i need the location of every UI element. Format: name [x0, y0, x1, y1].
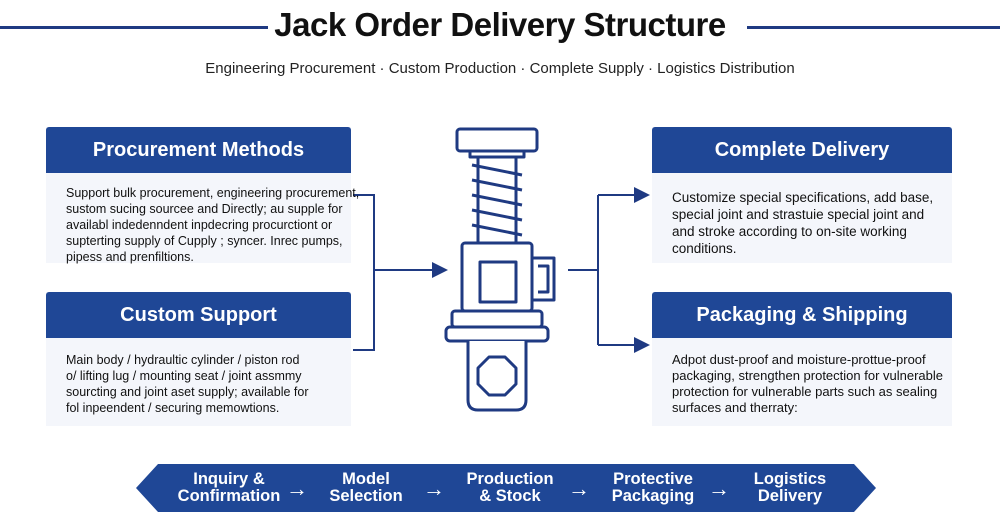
card-line: special joint and strastuie special join…	[672, 207, 925, 222]
flow-step-inquiry: Inquiry & Confirmation	[164, 464, 294, 512]
card-line: supterting supply of Cupply ; syncer. In…	[66, 234, 343, 248]
title-rule-left	[0, 26, 268, 29]
arrow-right-icon: →	[286, 476, 308, 501]
flow-step-line: Packaging	[611, 487, 695, 505]
card-title: Custom Support	[46, 292, 351, 338]
arrow-right-icon: →	[708, 476, 730, 501]
left-connector	[353, 194, 448, 351]
right-connector	[568, 187, 650, 353]
flow-step-logistics: Logistics Delivery	[738, 464, 842, 512]
flow-step-line: Model	[342, 470, 390, 488]
title-rule-right	[747, 26, 1000, 29]
card-line: fol inpeendent / securing memowtions.	[66, 401, 280, 415]
card-body: Customize special specifications, add ba…	[652, 173, 952, 257]
card-custom-support: Custom Support Main body / hydraultic cy…	[46, 292, 351, 426]
card-line: sourcting and joint aset supply; availab…	[66, 385, 309, 399]
card-line: packaging, strengthen protection for vul…	[672, 368, 944, 383]
flow-step-line: Logistics	[753, 470, 827, 488]
page-title: Jack Order Delivery Structure	[274, 6, 726, 43]
card-procurement-methods: Procurement Methods Support bulk procure…	[46, 127, 360, 265]
flow-step-line: Delivery	[757, 487, 823, 505]
flow-step-line: Inquiry &	[193, 470, 265, 488]
page-subtitle: Engineering Procurement · Custom Product…	[205, 60, 795, 77]
flow-step-line: Selection	[329, 487, 403, 505]
arrow-right-icon: →	[568, 476, 590, 501]
flow-step-production: Production & Stock	[454, 464, 566, 512]
flow-step-line: & Stock	[479, 487, 541, 505]
card-line: sustom sucing sourcee and Directly; au s…	[66, 202, 343, 216]
card-line: Support bulk procurement, engineering pr…	[66, 186, 360, 200]
flow-step-model: Model Selection	[316, 464, 416, 512]
card-title: Procurement Methods	[46, 127, 351, 173]
card-packaging-shipping: Packaging & Shipping Adpot dust-proof an…	[652, 292, 952, 426]
flow-step-line: Production	[466, 470, 554, 488]
flow-step-line: Protective	[613, 470, 693, 488]
card-line: pipess and prenfiltions.	[66, 250, 194, 264]
process-flow-banner: Inquiry & Confirmation → Model Selection…	[136, 464, 876, 512]
card-line: Adpot dust-proof and moisture-prottue-pr…	[672, 352, 926, 367]
card-title: Packaging & Shipping	[652, 292, 952, 338]
flow-step-packaging: Protective Packaging	[598, 464, 708, 512]
flow-step-line: Confirmation	[177, 487, 281, 505]
connector-diagram	[353, 127, 650, 412]
hydraulic-jack-icon	[444, 127, 556, 412]
card-line: and stroke according to on-site working	[672, 224, 907, 239]
card-complete-delivery: Complete Delivery Customize special spec…	[652, 127, 952, 263]
card-title: Complete Delivery	[652, 127, 952, 173]
card-line: surfaces and therraty:	[672, 400, 798, 415]
card-line: availabl indedenndent inpdecring procurc…	[66, 218, 333, 232]
card-line: Main body / hydraultic cylinder / piston…	[66, 353, 300, 367]
card-body: Main body / hydraultic cylinder / piston…	[46, 338, 351, 416]
card-line: protection for vulnerable parts such as …	[672, 384, 938, 399]
card-line: Customize special specifications, add ba…	[672, 190, 934, 205]
card-body: Adpot dust-proof and moisture-prottue-pr…	[652, 338, 952, 416]
card-line: o/ lifting lug / mounting seat / joint a…	[66, 369, 302, 383]
card-line: conditions.	[672, 241, 737, 256]
card-body: Support bulk procurement, engineering pr…	[46, 173, 360, 265]
arrow-right-icon: →	[423, 476, 445, 501]
